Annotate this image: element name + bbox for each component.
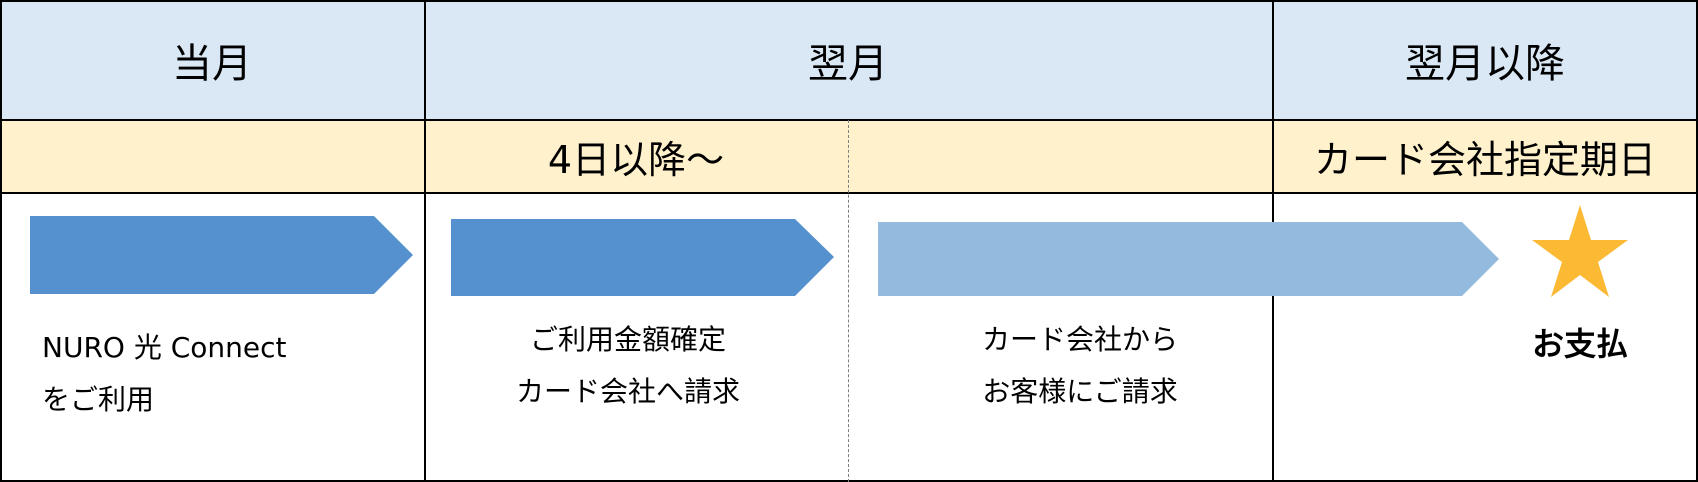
row-divider-1	[0, 119, 1698, 121]
header-row	[0, 0, 1698, 120]
arrow-shape-1	[30, 216, 413, 294]
header-after-next-month: 翌月以降	[1405, 41, 1565, 87]
table-border-right	[1696, 0, 1698, 482]
step-bill-line1: カード会社から	[981, 323, 1178, 356]
subheader-row	[0, 120, 1698, 193]
subheader-from-4th: 4日以降～	[547, 138, 725, 182]
column-subdivider-dashed	[848, 120, 849, 482]
step-use-text: NURO 光 Connect をご利用	[42, 322, 422, 426]
table-border-left	[0, 0, 2, 482]
step-pay-text: お支払	[1480, 318, 1680, 370]
row-divider-2	[0, 192, 1698, 194]
step-use-line1: NURO 光 Connect	[42, 331, 287, 364]
arrow-shape-2	[451, 219, 834, 296]
subheader-card-due-date: カード会社指定期日	[1313, 138, 1656, 182]
arrow-shape-3	[878, 222, 1499, 296]
header-next-month: 翌月	[808, 41, 888, 87]
star-icon	[1532, 205, 1628, 297]
table-border-top	[0, 0, 1698, 2]
table-border-bottom	[0, 480, 1698, 482]
step-bill-line2: お客様にご請求	[982, 375, 1178, 408]
step-confirm-text: ご利用金額確定 カード会社へ請求	[426, 314, 830, 418]
header-current-month: 当月	[172, 41, 252, 87]
step-pay-line1: お支払	[1531, 325, 1628, 363]
step-confirm-line2: カード会社へ請求	[515, 375, 740, 408]
column-divider-1	[424, 0, 426, 482]
step-bill-text: カード会社から お客様にご請求	[880, 314, 1280, 418]
step-use-line2: をご利用	[42, 383, 155, 416]
step-confirm-line1: ご利用金額確定	[529, 323, 726, 356]
